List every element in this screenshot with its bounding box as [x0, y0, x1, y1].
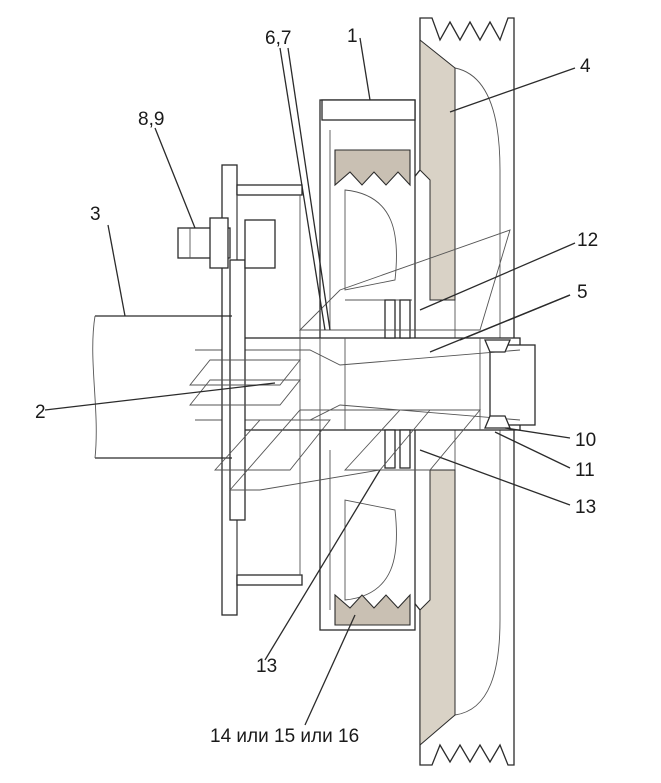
rubber-insert-top [334, 149, 411, 187]
label-8-9: 8,9 [138, 109, 164, 130]
shaft [195, 337, 536, 431]
label-14-15-16: 14 или 15 или 16 [210, 726, 359, 747]
tube [92, 315, 232, 459]
flange-plate [221, 164, 303, 616]
label-12: 12 [577, 230, 598, 251]
label-13-right: 13 [575, 497, 596, 518]
bearing-rings [384, 299, 411, 469]
label-6-7: 6,7 [265, 28, 291, 49]
label-2: 2 [35, 402, 46, 423]
label-13-bottom: 13 [256, 656, 277, 677]
label-4: 4 [580, 56, 591, 77]
label-10: 10 [575, 430, 596, 451]
retaining-ring-bottom [484, 415, 511, 429]
label-11: 11 [575, 460, 595, 481]
label-3: 3 [90, 204, 101, 225]
label-5: 5 [577, 282, 588, 303]
bolt [177, 217, 276, 269]
label-1: 1 [347, 26, 358, 47]
retaining-ring-top [484, 339, 511, 353]
leader-lines [44, 37, 576, 726]
part-labels: 1 2 3 4 5 6,7 8,9 10 11 12 13 13 14 или … [35, 26, 598, 747]
